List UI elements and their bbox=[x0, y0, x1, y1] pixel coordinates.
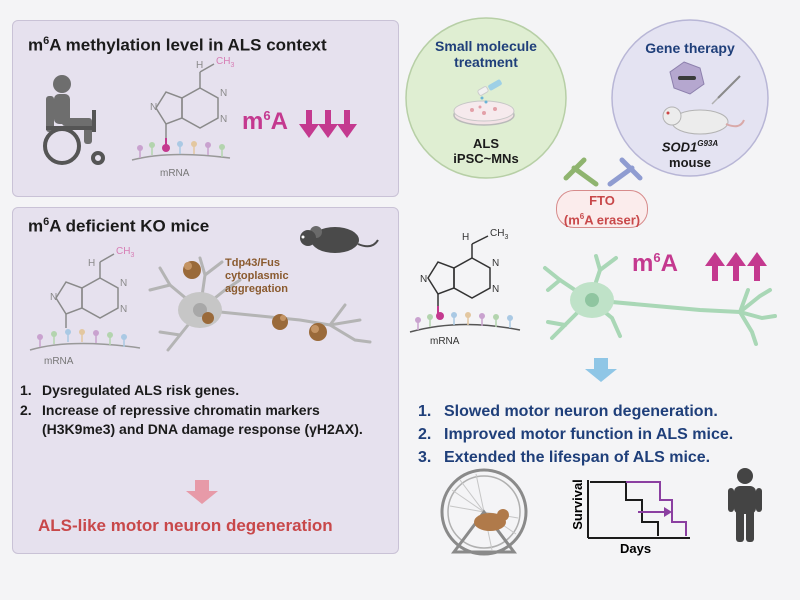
mrna-label-top: mRNA bbox=[160, 168, 190, 179]
list-item: 2.Increase of repressive chromatin marke… bbox=[20, 402, 363, 437]
list-item: 2.Improved motor function in ALS mice. bbox=[418, 426, 734, 443]
mrna-label-bottom: mRNA bbox=[44, 356, 74, 367]
mouse-model-label: SOD1G93A mouse bbox=[661, 139, 719, 171]
svg-text:H: H bbox=[462, 232, 469, 243]
svg-text:N: N bbox=[420, 274, 427, 285]
ko-findings-list: 1.Dysregulated ALS risk genes. 2.Increas… bbox=[20, 381, 390, 439]
panel-title-ko-mice: m6A deficient KO mice bbox=[28, 216, 210, 236]
small-molecule-title: Small molecule treatment bbox=[435, 38, 537, 70]
aggregation-label: Tdp43/Fus cytoplasmic aggregation bbox=[225, 257, 289, 295]
svg-text:CH3: CH3 bbox=[490, 228, 508, 241]
list-item: 3.Extended the lifespan of ALS mice. bbox=[418, 449, 711, 466]
svg-text:N: N bbox=[492, 258, 499, 269]
therapy-outcomes-list: 1.Slowed motor neuron degeneration. 2.Im… bbox=[418, 400, 798, 469]
fto-badge: FTO (m6A eraser) bbox=[556, 190, 648, 228]
survival-xlabel: Days bbox=[620, 541, 652, 556]
panel-title-methylation: m6A methylation level in ALS context bbox=[28, 35, 327, 55]
ko-outcome: ALS-like motor neuron degeneration bbox=[38, 516, 333, 535]
mrna-label-right: mRNA bbox=[430, 336, 460, 347]
m6a-label-right: m6A bbox=[632, 250, 678, 277]
list-item: 1.Dysregulated ALS risk genes. bbox=[20, 382, 240, 398]
survival-ylabel: Survival bbox=[569, 479, 585, 530]
m6a-label-top: m6A bbox=[242, 108, 288, 135]
svg-text:N: N bbox=[492, 284, 499, 295]
cells-label: ALS iPSC~MNs bbox=[453, 136, 519, 166]
gene-therapy-title: Gene therapy bbox=[645, 40, 735, 56]
list-item: 1.Slowed motor neuron degeneration. bbox=[418, 403, 718, 420]
